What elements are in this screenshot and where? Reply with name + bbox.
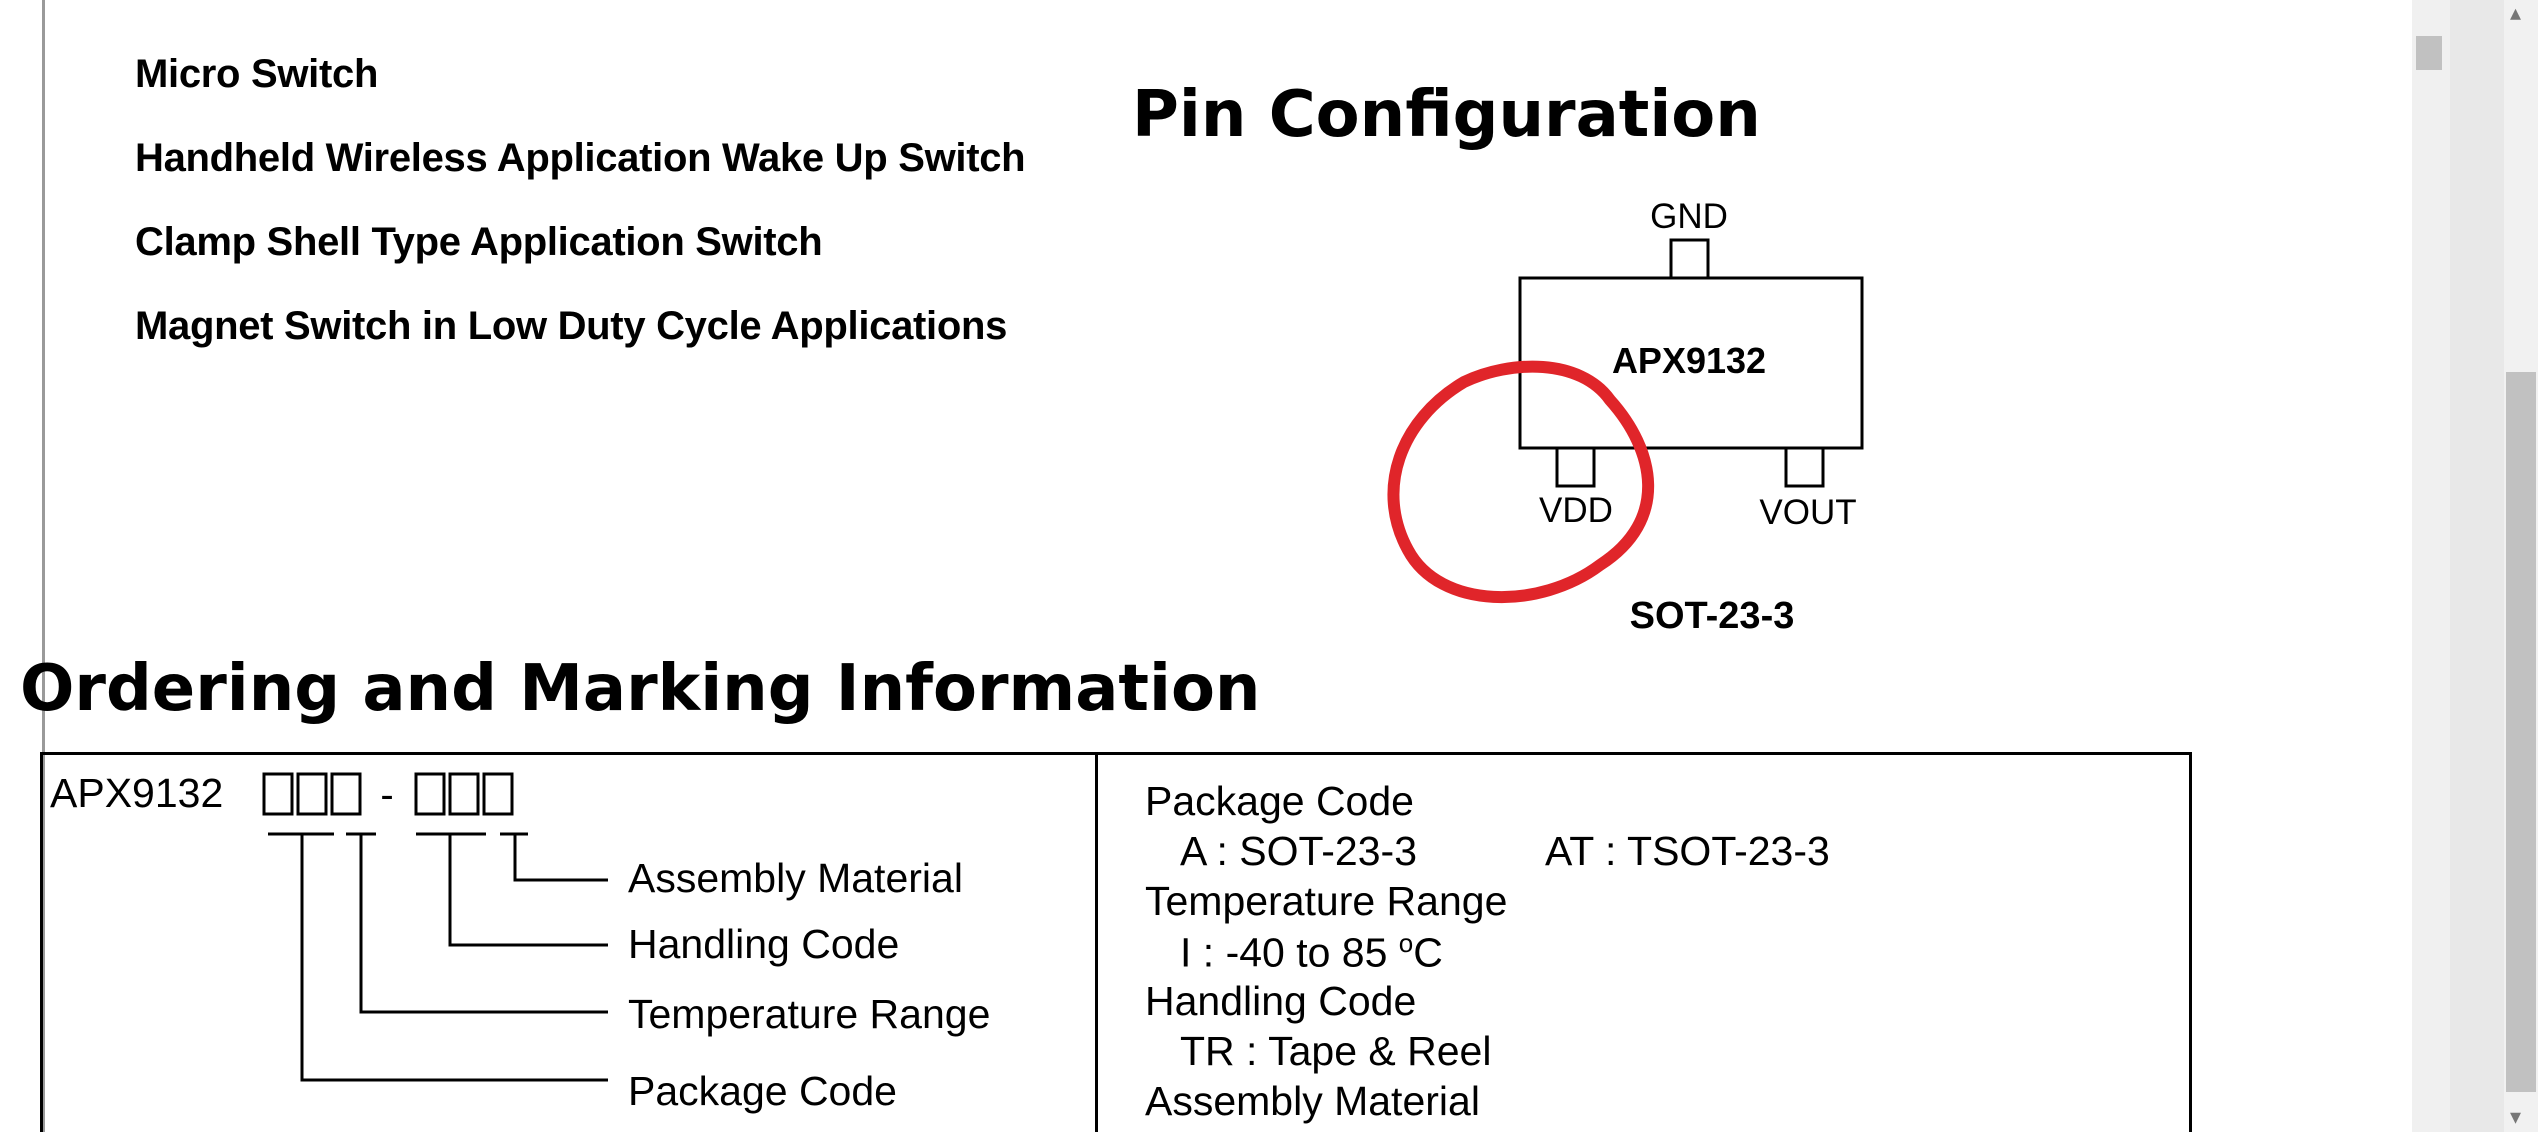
page-scrollbar[interactable] [2412,0,2450,1132]
legend-assembly-material: Assembly Material [628,855,963,901]
pin-label-vdd: VDD [1539,491,1613,530]
pin-vout [1784,446,1825,488]
pin-label-vout: VOUT [1759,493,1856,532]
application-item: Magnet Switch in Low Duty Cycle Applicat… [135,304,1008,348]
document-page: Micro Switch Handheld Wireless Applicati… [0,0,2412,1132]
temperature-heading: Temperature Range [1145,878,1508,924]
package-code-at: AT : TSOT-23-3 [1545,828,1830,874]
legend-package-code: Package Code [628,1068,897,1114]
red-circle-annotation [1387,360,1655,603]
package-label: SOT-23-3 [1630,595,1795,637]
table-divider [1095,752,1098,1132]
ordering-table [40,752,2192,1132]
scroll-up-icon[interactable]: ▴ [2510,0,2522,25]
window-scrollbar-thumb[interactable] [2506,372,2536,1092]
part-separator: - [380,773,393,817]
assembly-heading: Assembly Material [1145,1078,1480,1124]
legend-temperature-range: Temperature Range [628,991,991,1037]
part-number-diagram: - [262,772,608,1082]
pin-label-gnd: GND [1650,197,1728,236]
part-prefix: APX9132 [50,770,224,816]
package-code-a: A : SOT-23-3 [1180,828,1417,874]
code-box [330,772,362,816]
application-item: Handheld Wireless Application Wake Up Sw… [135,136,1026,180]
legend-connectors [268,832,608,1082]
handling-value: TR : Tape & Reel [1180,1028,1492,1074]
code-box [262,772,294,816]
handling-heading: Handling Code [1145,978,1417,1024]
code-box [414,772,446,816]
application-item: Clamp Shell Type Application Switch [135,220,823,264]
package-code-heading: Package Code [1145,778,1414,824]
chip-body [1518,276,1864,450]
page-scrollbar-thumb[interactable] [2416,36,2442,70]
page-left-border [42,0,45,1132]
pin-diagram: GND APX9132 VDD VOUT SOT-23-3 [1387,197,1864,637]
scroll-down-icon[interactable]: ▾ [2510,1104,2522,1129]
pin-gnd [1669,238,1710,280]
pin-configuration-title: Pin Configuration [1132,78,1761,152]
temperature-value: I : -40 to 85 oC [1180,928,1443,976]
legend-handling-code: Handling Code [628,921,900,967]
ordering-title: Ordering and Marking Information [20,652,1261,726]
code-box [448,772,480,816]
pin-vdd [1555,446,1596,488]
code-box [296,772,328,816]
code-box [482,772,514,816]
chip-name: APX9132 [1612,340,1766,381]
application-item: Micro Switch [135,52,379,96]
